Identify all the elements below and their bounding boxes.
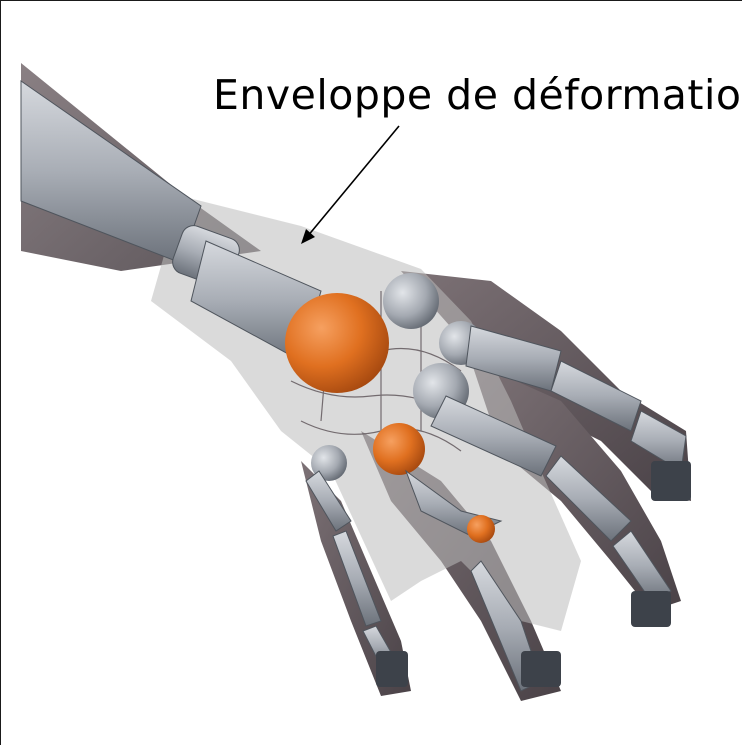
envelope-label: Enveloppe de déformation <box>213 71 742 119</box>
wrist-joint <box>285 293 389 393</box>
annotation-arrow <box>301 126 399 244</box>
